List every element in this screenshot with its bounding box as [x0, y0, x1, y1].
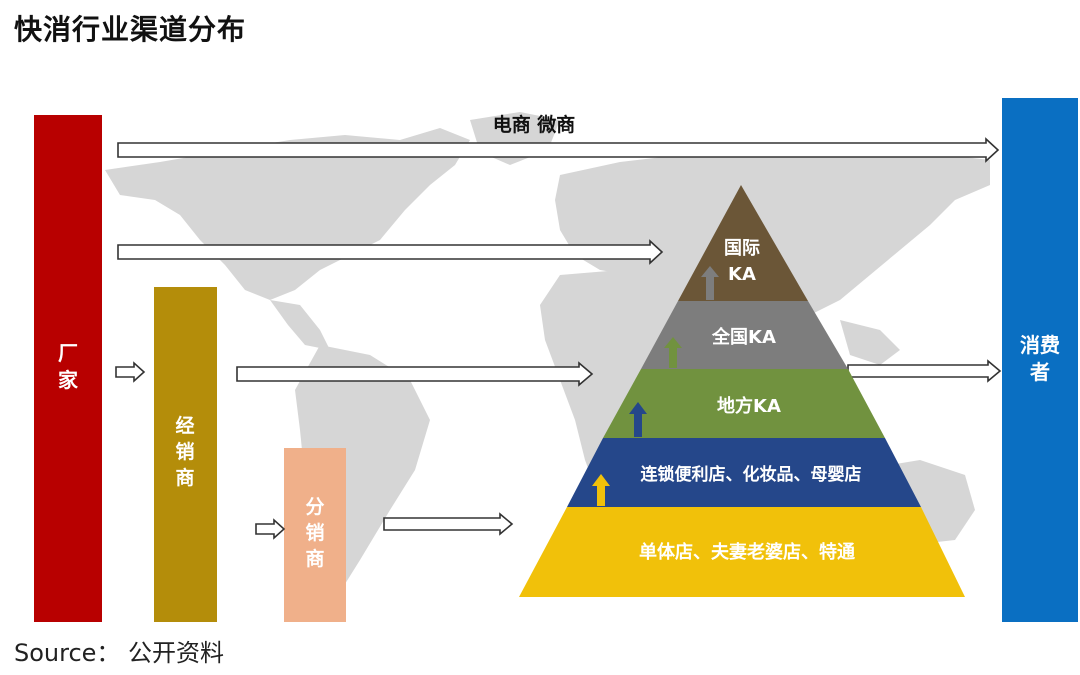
consumer-label-line-2: 者 — [1029, 360, 1050, 384]
distributor-to-subdistributor-arrow — [255, 518, 286, 540]
consumer-label-line-1: 消费 — [1020, 333, 1060, 357]
ecommerce-arrow — [117, 137, 1000, 163]
up-arrow-chain — [592, 474, 610, 506]
consumer-bar — [1002, 98, 1078, 622]
up-arrow-local — [629, 402, 647, 437]
tier-national-ka — [641, 301, 848, 369]
subdistributor-bar — [284, 448, 346, 622]
tier-single-stores — [519, 507, 965, 597]
manufacturer-to-international-ka-arrow — [117, 239, 664, 265]
page-title: 快消行业渠道分布 — [14, 13, 247, 46]
tier-chain-label: 连锁便利店、化妆品、母婴店 — [641, 464, 862, 485]
tier-international-label-line-2: KA — [728, 264, 756, 285]
tier-local-label: 地方KA — [717, 395, 781, 417]
tier-local-ka — [603, 369, 885, 438]
distributor-to-local-ka-arrow — [236, 361, 594, 387]
subdistributor-label-line-1: 分 — [305, 496, 324, 518]
subdistributor-label-line-2: 销 — [305, 521, 324, 544]
distributor-label-line-3: 商 — [175, 466, 194, 489]
tier-single-label: 单体店、夫妻老婆店、特通 — [639, 541, 855, 563]
source-note: Source： 公开资料 — [14, 639, 225, 667]
up-arrow-national — [664, 337, 682, 368]
manufacturer-bar — [34, 115, 102, 622]
distributor-label-line-1: 经 — [175, 414, 194, 437]
tier-chain-stores — [567, 438, 921, 507]
distributor-bar — [154, 287, 217, 622]
manufacturer-label-line-2: 家 — [58, 368, 79, 392]
manufacturer-label-line-1: 厂 — [58, 341, 78, 365]
distributor-label-line-2: 销 — [175, 440, 194, 463]
subdistributor-to-chain-arrow — [383, 512, 514, 536]
tier-national-label: 全国KA — [711, 326, 776, 348]
up-arrow-international — [701, 266, 719, 300]
pyramid-to-consumer-arrow — [847, 359, 1002, 383]
manufacturer-to-distributor-arrow — [115, 361, 146, 383]
subdistributor-label-line-3: 商 — [305, 547, 324, 570]
tier-international-label-line-1: 国际 — [724, 238, 760, 259]
ecommerce-arrow-label: 电商 微商 — [493, 113, 576, 136]
